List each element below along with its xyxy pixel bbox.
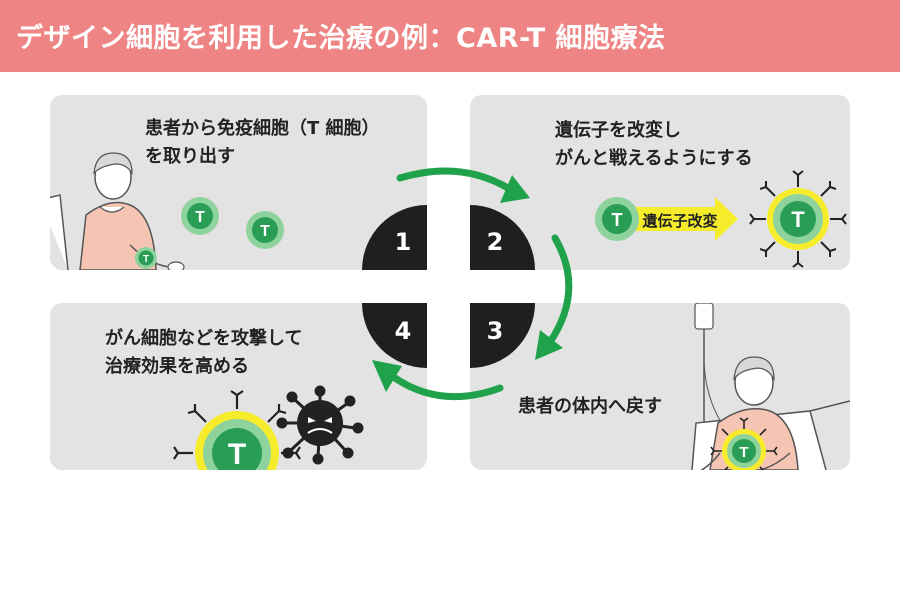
t-cell-letter: T (195, 209, 205, 226)
step-2-text-line-2: がんと戦えるようにする (555, 148, 753, 169)
yellow-arrow-icon (615, 197, 738, 241)
step-1-number: 1 (394, 228, 412, 256)
t-cell-icon: T (181, 197, 219, 235)
step-4-number: 4 (394, 317, 412, 345)
t-cell-letter: T (143, 254, 149, 265)
step-4-text-line-2: 治療効果を高める (105, 356, 249, 377)
attack-illustration: T (173, 385, 364, 470)
header-bar: デザイン細胞を利用した治療の例：CAR-T 細胞療法 (0, 0, 900, 72)
step-1-text-line-1: 患者から免疫細胞（T 細胞） (145, 118, 380, 139)
t-cell-letter: T (791, 207, 805, 232)
t-cell-letter: T (228, 438, 246, 470)
step-4-panel: がん細胞などを攻撃して 治療効果を高める T (50, 303, 427, 470)
step-1-panel: T T T 患者から免疫細胞（T 細胞） を取り出す (50, 95, 427, 270)
step-2-text-line-1: 遺伝子を改変し (555, 120, 681, 141)
step-1-text-line-2: を取り出す (145, 146, 235, 167)
t-cell-letter: T (260, 223, 270, 240)
step-2-number: 2 (486, 228, 504, 256)
car-t-cell-icon: T (710, 417, 778, 470)
page-title: デザイン細胞を利用した治療の例：CAR-T 細胞療法 (16, 23, 666, 54)
step-2-panel: 遺伝子を改変し がんと戦えるようにする 遺伝子改変 T (470, 95, 850, 270)
t-cell-letter: T (739, 444, 748, 461)
cancer-cell-icon (276, 385, 364, 465)
arrow-label: 遺伝子改変 (641, 212, 717, 230)
iv-bag-icon (694, 303, 714, 330)
patient-illustration: T T T (50, 152, 284, 270)
t-cell-icon: T (595, 197, 639, 241)
step-3-number: 3 (486, 317, 504, 345)
gene-modification-illustration: 遺伝子改変 T T (595, 170, 847, 268)
step-4-text-line-1: がん細胞などを攻撃して (105, 328, 303, 349)
step-3-text-line-1: 患者の体内へ戻す (518, 396, 662, 417)
t-cell-icon: T (135, 247, 157, 269)
t-cell-icon: T (246, 211, 284, 249)
car-t-cell-icon: T (749, 170, 847, 268)
car-t-cell-icon: T (173, 390, 301, 470)
patient-infusion-illustration: T (691, 303, 850, 470)
step-3-panel: 患者の体内へ戻す (470, 303, 850, 470)
t-cell-letter: T (612, 210, 623, 230)
